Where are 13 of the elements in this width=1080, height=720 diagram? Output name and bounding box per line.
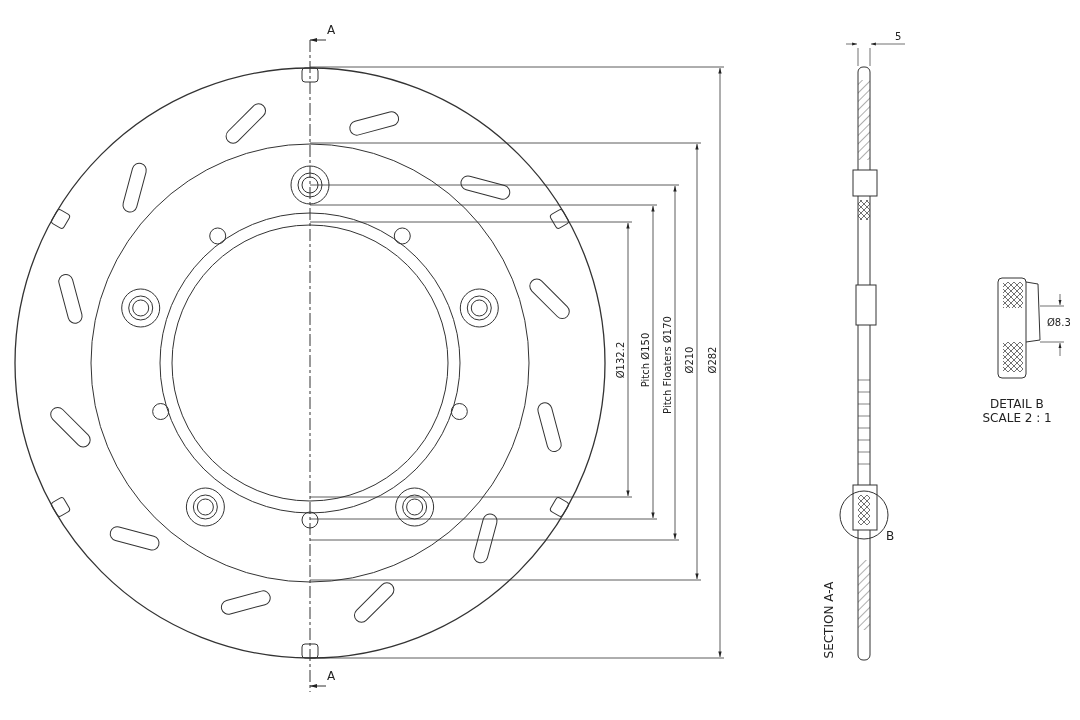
detail-letter: B <box>886 530 895 542</box>
view-title: SECTION A-A <box>822 581 835 659</box>
dimension-label: 5 <box>895 32 902 42</box>
section-view-letter: A <box>327 670 336 682</box>
section-view-letter: A <box>327 24 336 36</box>
dimension-label: Ø8.3 <box>1047 318 1071 328</box>
dimension-label: Pitch Ø150 <box>641 332 652 388</box>
dimension-label: Ø210 <box>685 346 695 374</box>
dimension-label: Ø132.2 <box>615 341 626 379</box>
dimension-label: Pitch Floaters Ø170 <box>662 316 673 414</box>
view-title: DETAIL B <box>990 398 1044 410</box>
dimension-label: Ø282 <box>708 346 718 374</box>
scale-note: SCALE 2 : 1 <box>982 412 1052 424</box>
